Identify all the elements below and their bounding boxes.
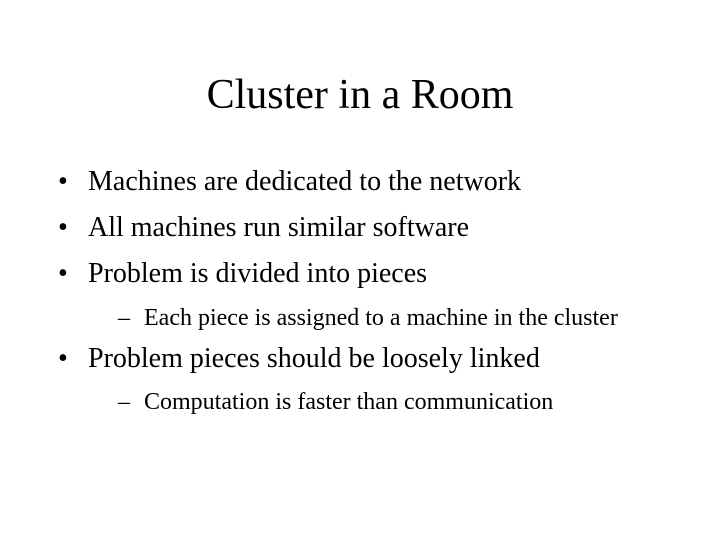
slide-title: Cluster in a Room	[206, 72, 514, 118]
bullet-marker: •	[58, 166, 68, 197]
bullet-item: • All machines run similar software	[58, 211, 469, 245]
bullet-marker: •	[58, 343, 68, 374]
bullet-text: Machines are dedicated to the network	[88, 166, 522, 197]
bullet-marker: •	[58, 212, 68, 243]
bullet-marker: •	[58, 258, 68, 289]
sub-bullet-marker: –	[118, 305, 130, 331]
bullet-text: Problem pieces should be loosely linked	[88, 343, 540, 374]
bullet-text: Problem is divided into pieces	[88, 258, 428, 289]
bullet-item: • Problem pieces should be loosely linked	[58, 342, 540, 376]
sub-bullet-marker: –	[118, 389, 130, 415]
sub-bullet-item: –Each piece is assigned to a machine in …	[118, 303, 618, 333]
bullet-text: All machines run similar software	[88, 212, 470, 243]
sub-bullet-item: –Computation is faster than communicatio…	[118, 387, 553, 417]
bullet-item: • Problem is divided into pieces	[58, 257, 427, 291]
sub-bullet-text: Each piece is assigned to a machine in t…	[144, 305, 618, 331]
bullet-item: • Machines are dedicated to the network	[58, 165, 521, 199]
sub-bullet-text: Computation is faster than communication	[144, 389, 554, 415]
